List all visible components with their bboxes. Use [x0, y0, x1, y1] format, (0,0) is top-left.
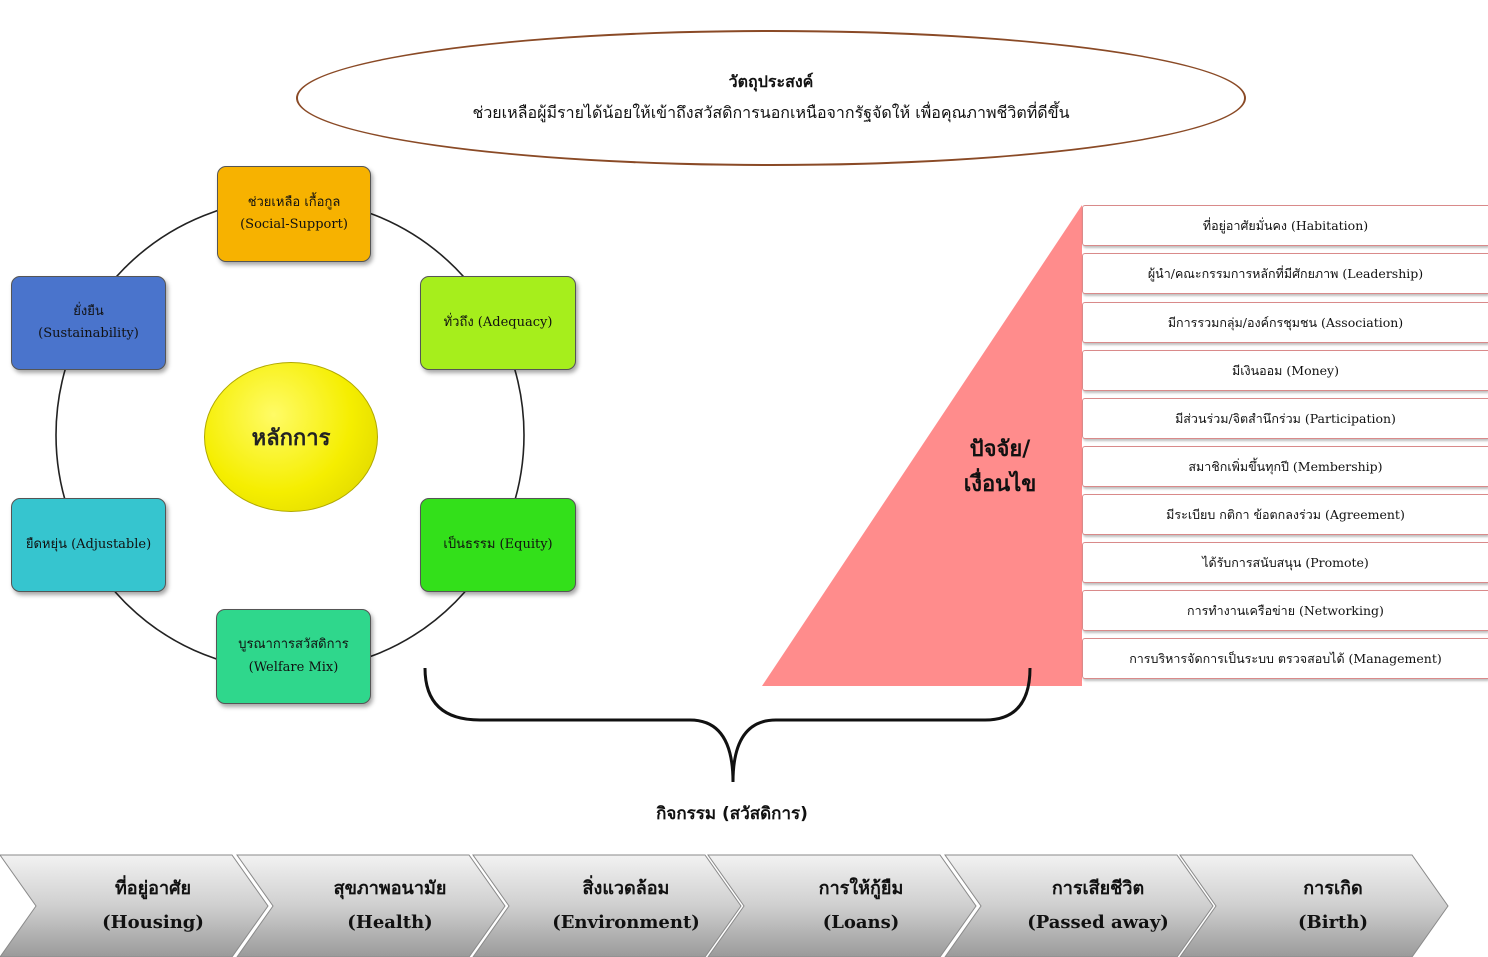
activity-en: (Passed away) — [1027, 912, 1169, 933]
activity-chevrons — [0, 854, 1449, 957]
principles-center: หลักการ — [204, 362, 378, 512]
activity-chevron-shape — [707, 854, 977, 957]
principle-label: ยืดหยุ่น (Adjustable) — [25, 536, 152, 552]
factor-row: ที่อยู่อาศัยมั่นคง (Habitation) — [1082, 205, 1488, 246]
factors-label: ปัจจัย/ เงื่อนไข — [930, 432, 1070, 502]
activity-en: (Birth) — [1298, 912, 1368, 933]
activity-en: (Environment) — [552, 912, 700, 933]
activity-en: (Loans) — [822, 912, 900, 933]
principle-label: บูรณาการสวัสดิการ — [238, 637, 349, 653]
activity-th: การให้กู้ยืม — [818, 877, 904, 899]
factor-row: การบริหารจัดการเป็นระบบ ตรวจสอบได้ (Mana… — [1082, 638, 1488, 679]
principle-equity: เป็นธรรม (Equity) — [420, 498, 576, 592]
activity-health: สุขภาพอนามัย (Health) — [275, 855, 505, 957]
factor-row: มีส่วนร่วม/จิตสำนึกร่วม (Participation) — [1082, 398, 1488, 439]
activity-th: ที่อยู่อาศัย — [114, 877, 192, 899]
principle-label: ทั่วถึง (Adequacy) — [443, 314, 553, 330]
principle-label-en: (Welfare Mix) — [248, 659, 339, 675]
factors-label-line2: เงื่อนไข — [963, 472, 1037, 498]
principle-adjustable: ยืดหยุ่น (Adjustable) — [11, 498, 166, 592]
principle-welfare-mix: บูรณาการสวัสดิการ (Welfare Mix) — [216, 609, 371, 704]
principle-sustainability: ยั่งยืน (Sustainability) — [11, 276, 166, 370]
factor-row: มีเงินออม (Money) — [1082, 350, 1488, 391]
activities-label: กิจกรรม (สวัสดิการ) — [656, 804, 808, 824]
principle-label-en: (Sustainability) — [38, 326, 139, 341]
factor-row: การทำงานเครือข่าย (Networking) — [1082, 590, 1488, 631]
factors-label-line1: ปัจจัย/ — [969, 437, 1031, 462]
activity-environment: สิ่งแวดล้อม (Environment) — [511, 855, 741, 957]
activity-loans: การให้กู้ยืม (Loans) — [746, 855, 976, 957]
activity-chevron-shape — [236, 854, 506, 957]
activity-chevron-shape — [472, 854, 742, 957]
activity-th: การเสียชีวิต — [1051, 877, 1145, 899]
activity-chevron-shape — [1179, 854, 1449, 957]
activity-th: สิ่งแวดล้อม — [582, 877, 670, 899]
activity-chevron-shape — [0, 854, 269, 957]
activities-brace — [423, 667, 1032, 783]
factors-triangle — [762, 205, 1082, 686]
activity-en: (Health) — [347, 912, 433, 933]
factor-row: ได้รับการสนับสนุน (Promote) — [1082, 542, 1488, 583]
factor-row: ผู้นำ/คณะกรรมการหลักที่มีศักยภาพ (Leader… — [1082, 253, 1488, 294]
objective-oval: วัตถุประสงค์ ช่วยเหลือผู้มีรายได้น้อยให้… — [296, 30, 1246, 166]
factor-row: สมาชิกเพิ่มขึ้นทุกปี (Membership) — [1082, 446, 1488, 487]
activity-housing: ที่อยู่อาศัย (Housing) — [38, 855, 268, 957]
objective-title: วัตถุประสงค์ — [728, 72, 814, 91]
activity-chevron-shape — [944, 854, 1214, 957]
activity-th: การเกิด — [1303, 877, 1363, 899]
activity-birth: การเกิด (Birth) — [1218, 855, 1448, 957]
objective-text: ช่วยเหลือผู้มีรายได้น้อยให้เข้าถึงสวัสดิ… — [472, 103, 1070, 122]
activity-passed-away: การเสียชีวิต (Passed away) — [983, 855, 1213, 957]
principle-social-support: ช่วยเหลือ เกื้อกูล (Social-Support) — [217, 166, 371, 262]
activity-en: (Housing) — [102, 912, 204, 933]
factor-row: มีระเบียบ กติกา ข้อตกลงร่วม (Agreement) — [1082, 494, 1488, 535]
activity-th: สุขภาพอนามัย — [333, 877, 447, 899]
principle-label: ยั่งยืน — [73, 303, 104, 319]
principle-label: ช่วยเหลือ เกื้อกูล — [247, 194, 341, 210]
principle-label: เป็นธรรม (Equity) — [443, 536, 553, 552]
principle-adequacy: ทั่วถึง (Adequacy) — [420, 276, 576, 370]
principle-label-en: (Social-Support) — [240, 217, 348, 232]
factor-row: มีการรวมกลุ่ม/องค์กรชุมชน (Association) — [1082, 302, 1488, 343]
